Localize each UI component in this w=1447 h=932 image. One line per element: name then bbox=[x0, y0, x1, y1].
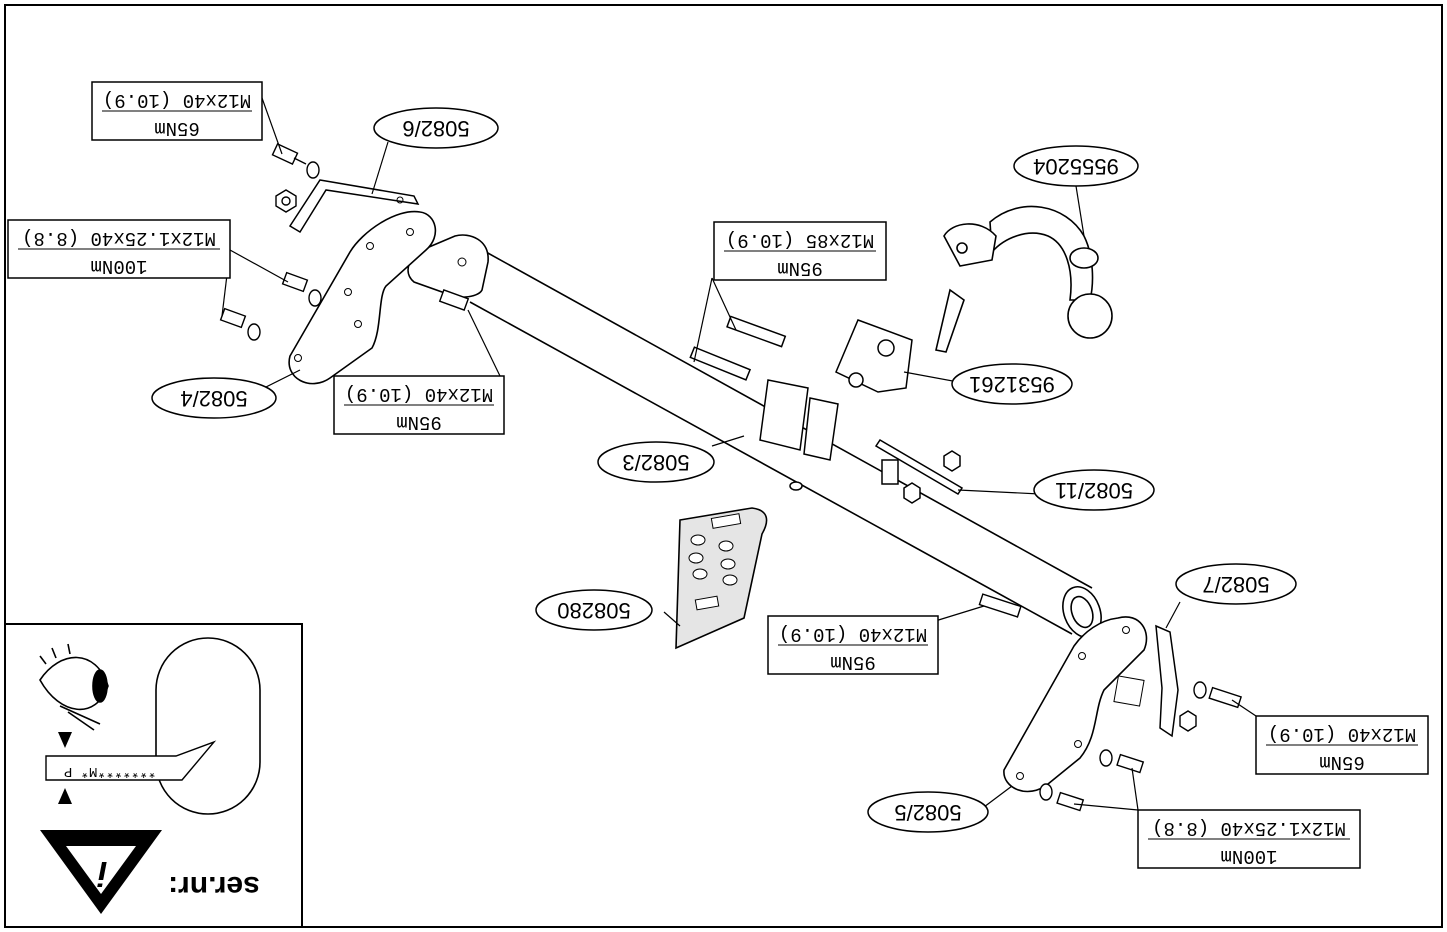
plate-tag bbox=[45, 740, 217, 781]
svg-text:95Nm: 95Nm bbox=[777, 257, 823, 279]
part-label: 5082/11 bbox=[1055, 478, 1133, 503]
svg-text:65Nm: 65Nm bbox=[154, 117, 200, 139]
serial-label: ser.nr: bbox=[168, 870, 260, 903]
bracket-right-vertical bbox=[1155, 624, 1179, 738]
center-brackets bbox=[689, 315, 839, 491]
part-label: 508280 bbox=[557, 598, 630, 623]
callout-5082-5: 5082/5 bbox=[867, 791, 989, 833]
plate-code-text: *******M* P bbox=[64, 763, 156, 779]
callout-5082-3: 5082/3 bbox=[597, 441, 715, 483]
clamp-plate-508280 bbox=[675, 507, 768, 650]
svg-text:95Nm: 95Nm bbox=[830, 651, 876, 673]
arrow-up-icon bbox=[58, 788, 72, 804]
callout-9531261: 9531261 bbox=[951, 363, 1073, 405]
svg-text:M12x40 (10.9): M12x40 (10.9) bbox=[103, 89, 251, 111]
svg-text:i: i bbox=[96, 854, 107, 892]
svg-text:95Nm: 95Nm bbox=[396, 411, 442, 433]
callout-5082-4: 5082/4 bbox=[151, 377, 277, 419]
left-fasteners bbox=[219, 142, 470, 341]
plate-5082-11 bbox=[874, 438, 964, 504]
socket-block bbox=[835, 319, 913, 393]
part-label: 5082/7 bbox=[1202, 572, 1269, 597]
bracket-left bbox=[288, 210, 437, 385]
part-label: 9555204 bbox=[1033, 154, 1119, 179]
right-fasteners bbox=[978, 593, 1243, 812]
outer-frame bbox=[4, 4, 1443, 928]
callout-5082-11: 5082/11 bbox=[1033, 469, 1155, 511]
legend-box: *******M* P i ser.nr: bbox=[4, 623, 303, 928]
plate-outline bbox=[155, 637, 261, 815]
bolt-box-b3: 95Nm M12x40 (10.9) bbox=[333, 375, 505, 435]
tow-ball-hook bbox=[935, 205, 1113, 353]
eye-icon bbox=[39, 643, 109, 731]
leader-lines bbox=[221, 97, 1257, 811]
svg-text:M12x40 (10.9): M12x40 (10.9) bbox=[1268, 723, 1416, 745]
arrow-down-icon bbox=[58, 732, 72, 748]
svg-text:M12x40 (10.9): M12x40 (10.9) bbox=[345, 383, 493, 405]
part-label: 5082/4 bbox=[180, 386, 247, 411]
bracket-top-left bbox=[288, 179, 420, 234]
part-label: 9531261 bbox=[969, 372, 1055, 397]
bracket-right bbox=[1003, 616, 1148, 793]
bolt-box-b7: 100Nm M12x1.25x40 (8.8) bbox=[1137, 809, 1361, 869]
part-label: 5082/3 bbox=[622, 450, 689, 475]
bolt-box-b6: 65Nm M12x40 (10.9) bbox=[1255, 715, 1429, 775]
svg-text:M12x40 (10.9): M12x40 (10.9) bbox=[779, 623, 927, 645]
bolt-box-b5: 95Nm M12x40 (10.9) bbox=[767, 615, 939, 675]
callout-5082-7: 5082/7 bbox=[1175, 563, 1297, 605]
callout-5082-6: 5082/6 bbox=[373, 107, 499, 149]
hole bbox=[457, 257, 467, 267]
bolt-box-b4: 95Nm M12x85 (10.9) bbox=[713, 221, 887, 281]
svg-text:65Nm: 65Nm bbox=[1319, 751, 1365, 773]
info-warning-icon: i bbox=[40, 830, 162, 914]
part-label: 5082/6 bbox=[402, 116, 469, 141]
part-label: 5082/5 bbox=[894, 800, 961, 825]
svg-text:M12x1.25x40 (8.8): M12x1.25x40 (8.8) bbox=[22, 227, 216, 249]
callout-9555204: 9555204 bbox=[1013, 145, 1139, 187]
callout-508280: 508280 bbox=[535, 589, 653, 631]
bolt-box-b1: 65Nm M12x40 (10.9) bbox=[91, 81, 263, 141]
svg-text:M12x85 (10.9): M12x85 (10.9) bbox=[726, 229, 874, 251]
bolt-box-b2: 100Nm M12x1.25x40 (8.8) bbox=[7, 219, 231, 279]
svg-text:M12x1.25x40 (8.8): M12x1.25x40 (8.8) bbox=[1152, 817, 1346, 839]
svg-text:100Nm: 100Nm bbox=[90, 255, 147, 277]
svg-text:100Nm: 100Nm bbox=[1220, 845, 1277, 867]
